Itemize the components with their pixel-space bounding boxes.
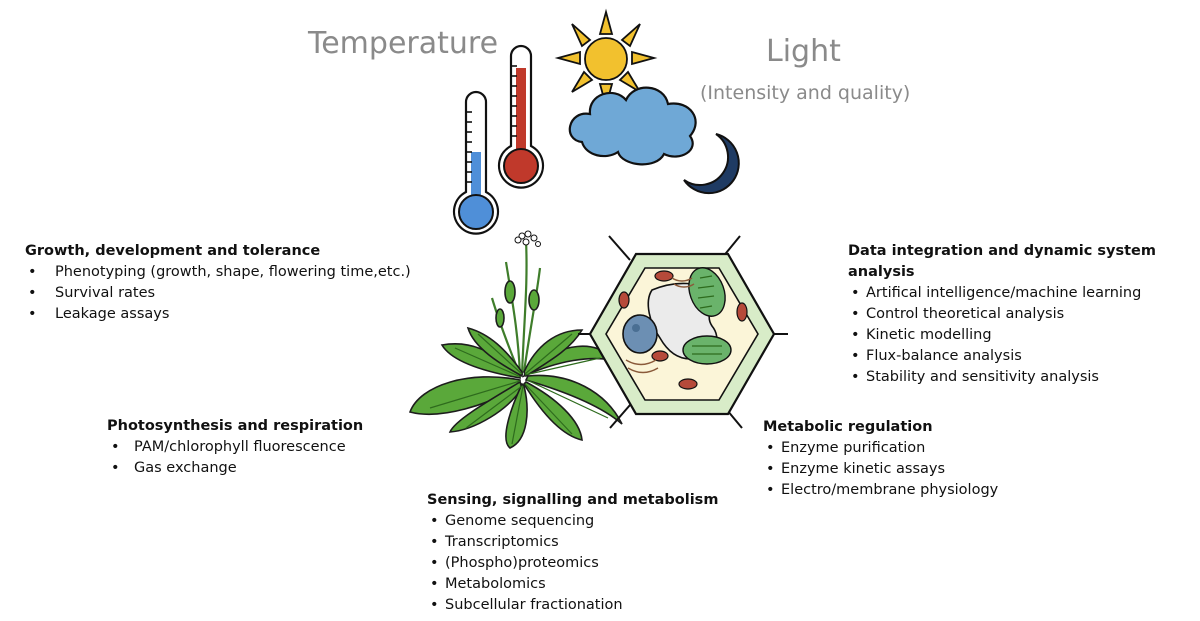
list-item: PAM/chlorophyll fluorescence xyxy=(107,437,363,458)
metabolic-regulation-block: Metabolic regulation Enzyme purification… xyxy=(763,417,998,501)
temperature-label: Temperature xyxy=(308,26,498,61)
photosynthesis-title: Photosynthesis and respiration xyxy=(107,416,363,437)
list-item: Stability and sensitivity analysis xyxy=(848,367,1200,388)
data-integration-title: Data integration and dynamic system anal… xyxy=(848,241,1200,283)
list-item: Kinetic modelling xyxy=(848,325,1200,346)
list-item: Transcriptomics xyxy=(427,532,718,553)
list-item: (Phospho)proteomics xyxy=(427,553,718,574)
list-item: Leakage assays xyxy=(25,304,411,325)
cloud-icon xyxy=(570,88,696,165)
metabolic-regulation-title: Metabolic regulation xyxy=(763,417,998,438)
list-item: Enzyme purification xyxy=(763,438,998,459)
hot-thermometer-icon xyxy=(499,46,543,188)
list-item: Electro/membrane physiology xyxy=(763,480,998,501)
list-item: Flux-balance analysis xyxy=(848,346,1200,367)
list-item: Survival rates xyxy=(25,283,411,304)
list-item: Genome sequencing xyxy=(427,511,718,532)
list-item: Enzyme kinetic assays xyxy=(763,459,998,480)
growth-block: Growth, development and tolerance Phenot… xyxy=(25,241,411,325)
light-label: Light xyxy=(766,34,841,69)
list-item: Gas exchange xyxy=(107,458,363,479)
data-integration-block: Data integration and dynamic system anal… xyxy=(848,241,1200,388)
photosynthesis-block: Photosynthesis and respiration PAM/chlor… xyxy=(107,416,363,479)
sensing-block: Sensing, signalling and metabolism Genom… xyxy=(427,490,718,616)
list-item: Artifical intelligence/machine learning xyxy=(848,283,1200,304)
list-item: Control theoretical analysis xyxy=(848,304,1200,325)
cold-thermometer-icon xyxy=(454,92,498,234)
plant-illustration xyxy=(410,231,622,448)
growth-title: Growth, development and tolerance xyxy=(25,241,411,262)
list-item: Subcellular fractionation xyxy=(427,595,718,616)
list-item: Metabolomics xyxy=(427,574,718,595)
plant-cell-illustration xyxy=(578,236,788,428)
sensing-title: Sensing, signalling and metabolism xyxy=(427,490,718,511)
light-subtitle: (Intensity and quality) xyxy=(700,82,910,104)
list-item: Phenotyping (growth, shape, flowering ti… xyxy=(25,262,411,283)
